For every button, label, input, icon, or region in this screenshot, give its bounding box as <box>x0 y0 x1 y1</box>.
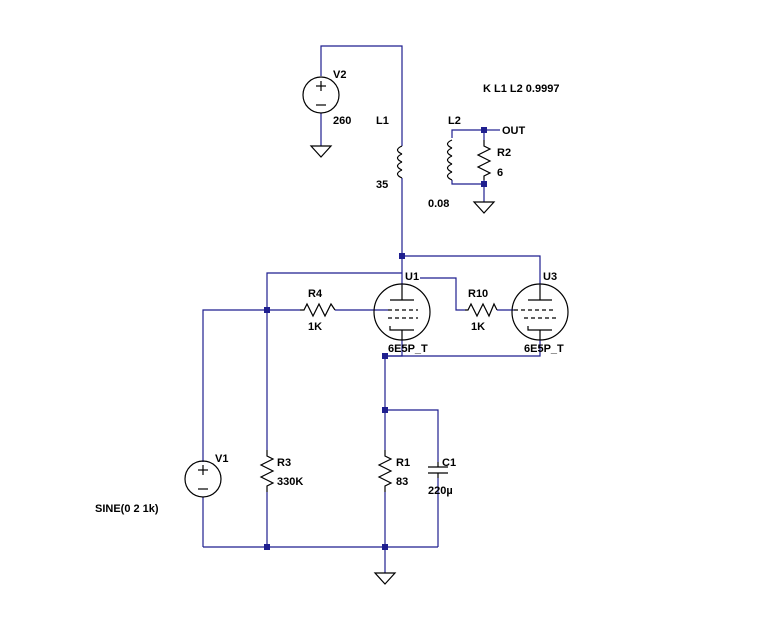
r10-value-label: 1K <box>471 321 485 333</box>
resistor-r1[interactable] <box>377 450 393 492</box>
l1-ref-label: L1 <box>376 115 389 127</box>
vacuum-tube-u1[interactable] <box>373 283 431 341</box>
r2-ref-label: R2 <box>497 147 511 159</box>
r4-ref-label: R4 <box>308 288 323 300</box>
u3-value-label: 6E5P_T <box>524 343 564 355</box>
u1-ref-label: U1 <box>405 271 419 283</box>
r3-value-label: 330K <box>277 476 303 488</box>
r4-value-label: 1K <box>308 321 322 333</box>
resistor-r10[interactable] <box>465 302 498 318</box>
spice-directive[interactable]: K L1 L2 0.9997 <box>483 83 559 95</box>
u3-ref-label: U3 <box>543 271 557 283</box>
resistor-r4[interactable] <box>300 302 336 318</box>
resistor-r2[interactable] <box>476 140 492 180</box>
v2-value-label: 260 <box>333 115 351 127</box>
net-label-out: OUT <box>502 125 526 137</box>
junction-dots <box>264 127 487 550</box>
vacuum-tube-u3[interactable] <box>511 283 569 341</box>
r1-value-label: 83 <box>396 476 408 488</box>
voltage-source-v1[interactable] <box>184 460 222 498</box>
c1-ref-label: C1 <box>442 457 456 469</box>
v2-ref-label: V2 <box>333 69 346 81</box>
ground-symbol-v2 <box>309 145 333 158</box>
r10-ref-label: R10 <box>468 288 488 300</box>
inductor-l2[interactable] <box>446 139 453 181</box>
u1-value-label: 6E5P_T <box>388 343 428 355</box>
c1-value-label: 220µ <box>428 485 453 497</box>
r1-ref-label: R1 <box>396 457 410 469</box>
v1-value-label: SINE(0 2 1k) <box>95 503 159 515</box>
l2-value-label: 0.08 <box>428 198 449 210</box>
resistor-r3[interactable] <box>259 450 275 492</box>
r2-value-label: 6 <box>497 167 503 179</box>
voltage-source-v2[interactable] <box>302 76 340 114</box>
ground-symbol-main <box>373 572 397 585</box>
l1-value-label: 35 <box>376 179 388 191</box>
v1-ref-label: V1 <box>215 453 228 465</box>
l2-ref-label: L2 <box>448 115 461 127</box>
wires <box>202 45 541 573</box>
ground-symbol-r2 <box>472 201 496 214</box>
r3-ref-label: R3 <box>277 457 291 469</box>
capacitor-c1[interactable] <box>428 462 448 478</box>
inductor-l1[interactable] <box>396 145 403 179</box>
